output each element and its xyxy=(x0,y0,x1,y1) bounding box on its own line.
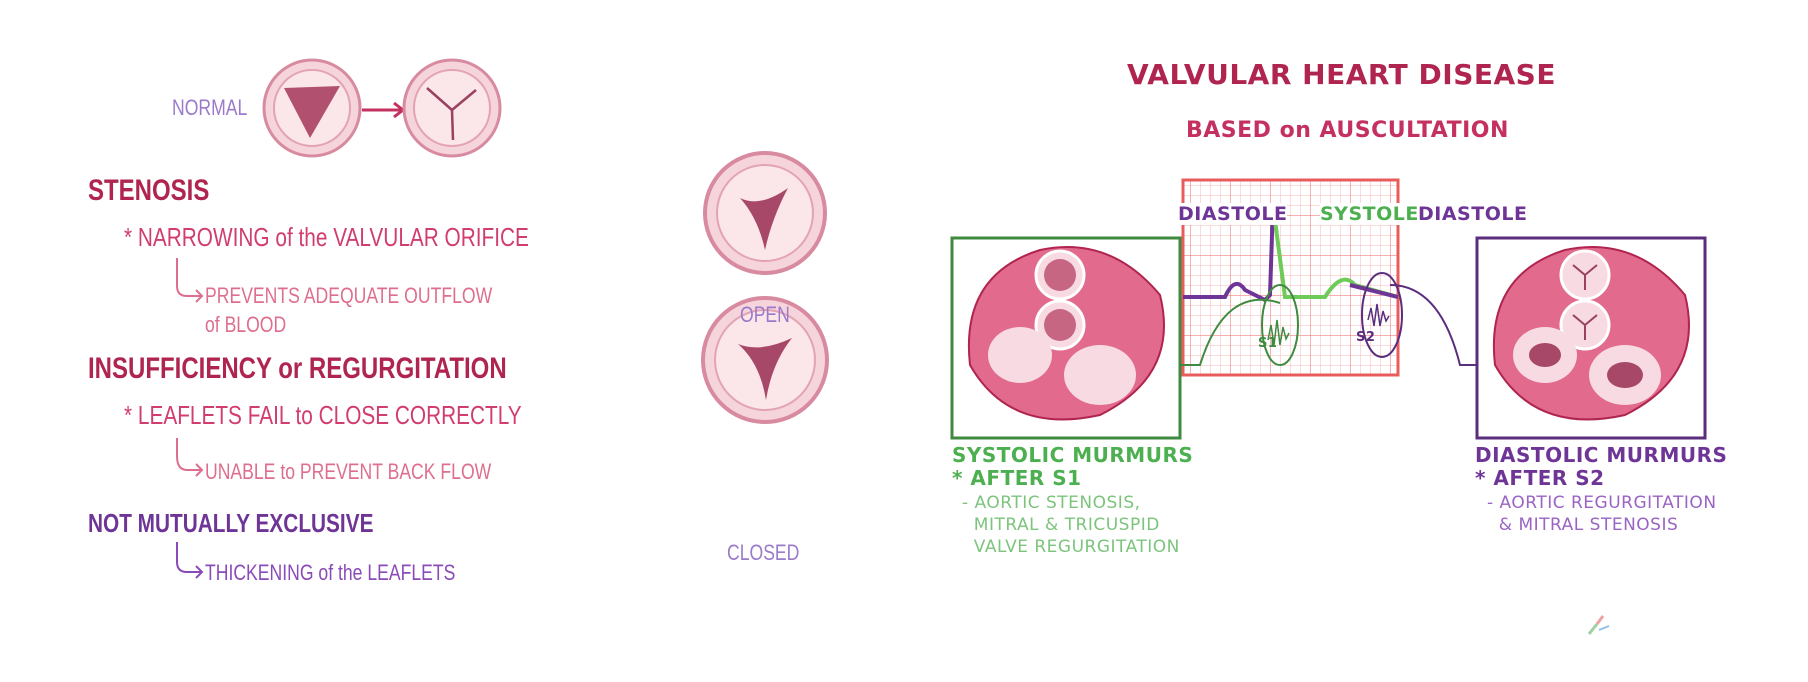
not-exclusive-heading: NOT MUTUALLY EXCLUSIVE xyxy=(88,508,374,538)
systolic-murmurs-heading: SYSTOLIC MURMURS xyxy=(952,443,1194,467)
heart-valves-systolic xyxy=(967,246,1165,421)
stenosis-consequence-1: PREVENTS ADEQUATE OUTFLOW xyxy=(205,283,493,308)
not-exclusive-consequence: THICKENING of the LEAFLETS xyxy=(205,560,456,585)
heart-valves-diastolic xyxy=(1492,246,1690,421)
s2-label: S2 xyxy=(1356,330,1376,345)
arrow-hook-icon xyxy=(176,258,204,303)
insufficiency-consequence: UNABLE to PREVENT BACK FLOW xyxy=(205,459,492,484)
diagram-subtitle: BASED on AUSCULTATION xyxy=(1186,118,1509,143)
stenosis-heading: STENOSIS xyxy=(88,174,210,207)
diagram-title: VALVULAR HEART DISEASE xyxy=(1127,58,1556,91)
arrow-hook-icon xyxy=(176,438,204,477)
diastole-left-label: DIASTOLE xyxy=(1178,203,1288,225)
open-label: OPEN xyxy=(740,302,790,327)
arrow-hook-icon xyxy=(176,542,204,579)
stenosis-point: * NARROWING of the VALVULAR ORIFICE xyxy=(124,222,529,252)
s1-label: S1 xyxy=(1258,336,1278,351)
closed-label: CLOSED xyxy=(727,540,800,565)
stenosis-consequence-2: of BLOOD xyxy=(205,312,287,337)
normal-label: NORMAL xyxy=(172,95,248,120)
insufficiency-point: * LEAFLETS FAIL to CLOSE CORRECTLY xyxy=(124,400,522,430)
diastole-right-label: DIASTOLE xyxy=(1418,203,1528,225)
systolic-murmurs-detail: - AORTIC STENOSIS, MITRAL & TRICUSPID VA… xyxy=(962,493,1180,557)
normal-valve-illustration xyxy=(262,58,502,158)
pencil-logo-icon xyxy=(1587,615,1610,635)
systolic-murmurs-point: * AFTER S1 xyxy=(952,466,1082,490)
diastolic-murmurs-detail: - AORTIC REGURGITATION & MITRAL STENOSIS xyxy=(1487,493,1717,535)
insufficiency-heading: INSUFFICIENCY or REGURGITATION xyxy=(88,352,507,385)
diastolic-murmurs-point: * AFTER S2 xyxy=(1475,466,1605,490)
systole-label: SYSTOLE xyxy=(1320,203,1419,225)
diastolic-murmurs-heading: DIASTOLIC MURMURS xyxy=(1475,443,1728,467)
open-closed-valve-illustrations xyxy=(701,151,829,424)
